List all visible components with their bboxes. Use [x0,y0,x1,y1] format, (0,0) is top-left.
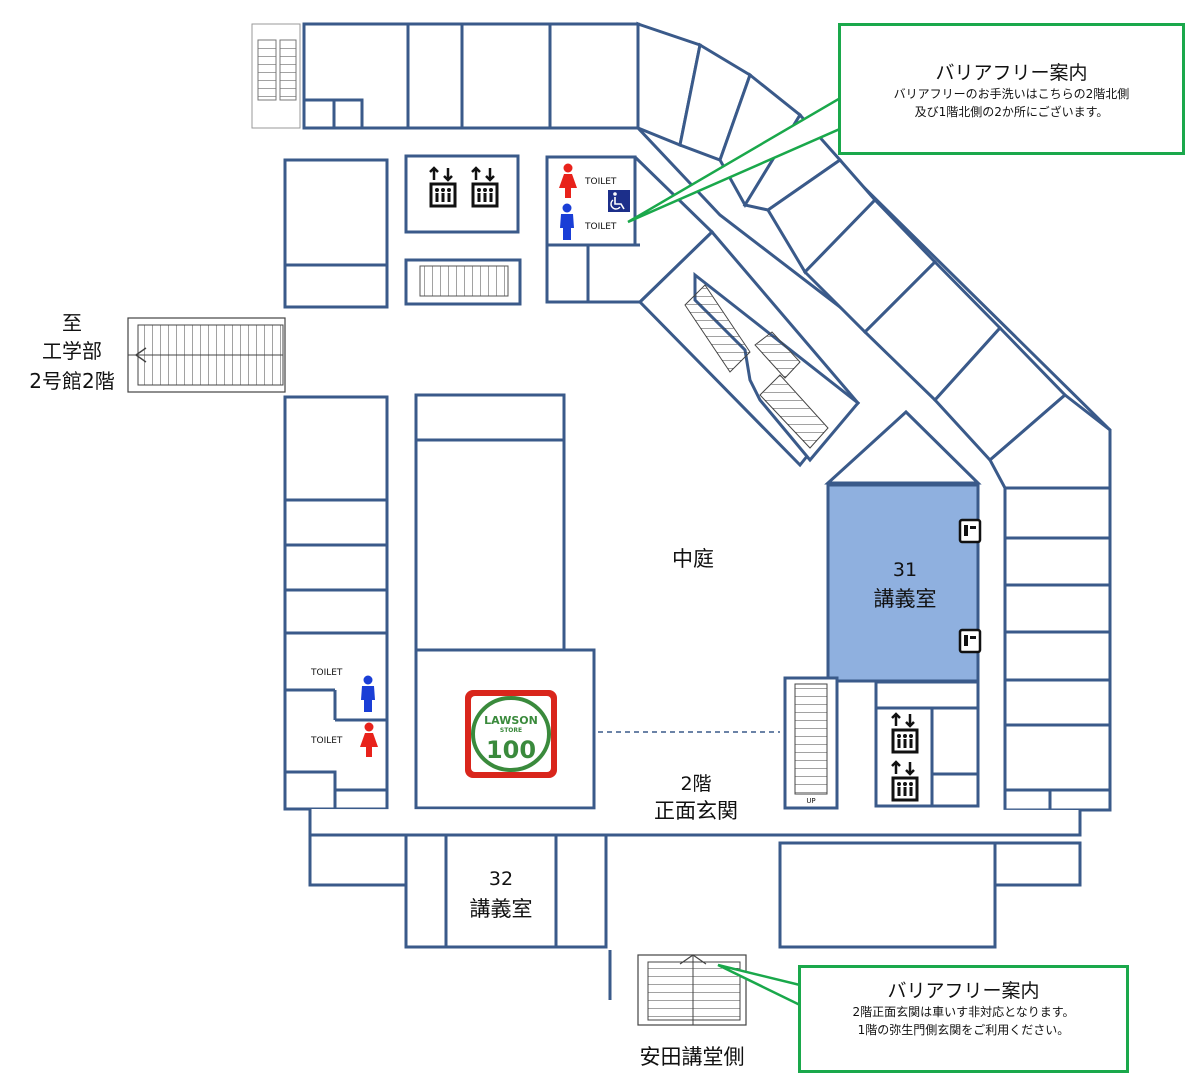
courtyard-label: 中庭 [672,547,714,571]
elevator-hall-top [404,154,522,306]
entrance-floor-label: 2階 [680,773,711,795]
callout-top-line1: バリアフリーのお手洗いはこちらの2階北側 [893,87,1130,101]
intercom-icon [958,628,982,654]
right-rooms [1003,486,1112,812]
to-label-2: 工学部 [42,339,102,363]
room32-number: 32 [489,868,513,890]
left-rooms: TOILET TOILET [283,395,389,811]
toilet-label-left-1: TOILET [310,668,343,678]
wheelchair-icon [608,190,630,212]
yasuda-label: 安田講堂側 [640,1045,745,1069]
top-rooms [302,22,640,130]
store-number: 100 [486,736,536,764]
stairs-top-left [251,23,301,129]
toilet-label-top-1: TOILET [584,177,617,187]
callout-top-title: バリアフリー案内 [935,62,1088,84]
callout-top-line2: 及び1階北側の2か所にございます。 [914,105,1109,119]
store-brand: LAWSON [484,714,538,727]
callout-bottom-line2: 1階の弥生門側玄関をご利用ください。 [857,1023,1070,1037]
elevator-icon [468,164,502,210]
callout-bottom-title: バリアフリー案内 [887,980,1040,1002]
toilet-label-top-2: TOILET [584,222,617,232]
elevator-icon [888,758,922,804]
bottom-rooms: 32 講義室 [308,809,1082,1000]
room32-name: 講義室 [470,897,533,921]
elevator-hall-right [874,680,980,808]
to-label-3: 2号館2階 [29,369,114,393]
toilet-label-left-2: TOILET [310,736,343,746]
store-sub: STORE [500,727,522,734]
room-31: 31 講義室 [824,409,982,683]
room31-number: 31 [893,559,917,581]
toilets-top: TOILET TOILET [545,155,715,304]
stairs-diagonal [637,229,861,468]
callout-bottom-line1: 2階正面玄関は車いす非対応となります。 [852,1005,1075,1019]
center-left-block [414,393,596,810]
left-rooms-top [283,158,389,309]
elevator-icon [426,164,460,210]
stairs-entrance: UP [783,676,839,810]
stairs-front [637,954,747,1026]
callout-top: バリアフリー案内 バリアフリーのお手洗いはこちらの2階北側 及び1階北側の2か所… [838,23,1185,155]
to-label-1: 至 [62,311,82,335]
stairs-to-bldg2 [127,317,286,393]
up-label: UP [806,797,815,805]
elevator-icon [888,710,922,756]
store-logo: LAWSON STORE 100 [465,690,557,778]
room31-name: 講義室 [874,587,937,611]
curved-corridor [636,21,1112,490]
intercom-icon [958,518,982,544]
entrance-name-label: 正面玄関 [654,799,738,823]
callout-bottom: バリアフリー案内 2階正面玄関は車いす非対応となります。 1階の弥生門側玄関をご… [798,965,1129,1073]
